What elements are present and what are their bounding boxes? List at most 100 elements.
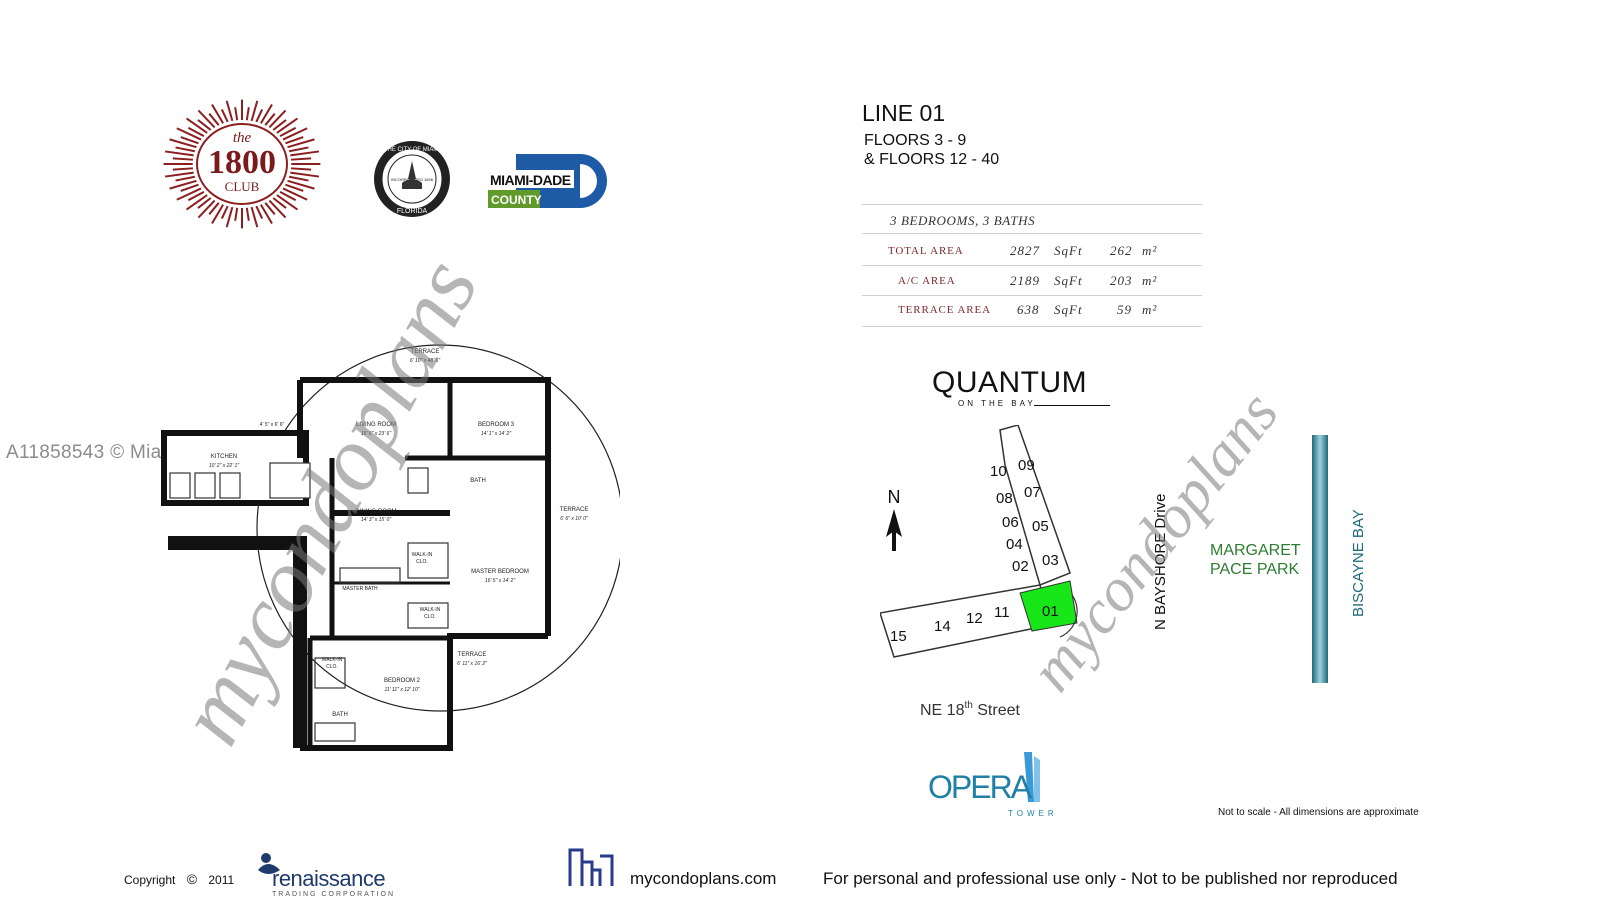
sunburst-ray — [176, 127, 202, 141]
spec-m2-ac: 203 — [1110, 273, 1133, 288]
miami-dade-line2: COUNTY — [491, 193, 542, 207]
label-dining-room: DINING ROOM — [355, 509, 396, 515]
quantum-logo-sub: ON THE BAY — [958, 399, 1036, 408]
unit-04: 04 — [1006, 536, 1023, 553]
label-bedroom-2: BEDROOM 2 — [384, 678, 421, 684]
north-label: N — [888, 487, 901, 507]
unit-02: 02 — [1012, 558, 1029, 575]
label-bath-3: BATH — [470, 478, 486, 484]
label-clo-2: CLO. — [424, 614, 436, 620]
site-plan: N 10 09 08 07 06 05 04 03 02 01 11 12 14… — [880, 425, 1367, 719]
spec-m2-unit-total: m² — [1142, 243, 1158, 258]
floors-range-1: FLOORS 3 - 9 — [864, 132, 967, 149]
label-master-bath: MASTER BATH — [342, 586, 378, 592]
label-terrace-top: TERRACE — [411, 349, 440, 355]
spec-sqft-ac: 2189 — [1010, 273, 1040, 288]
dim-terrace-small: 4' 5" x 6' 6" — [260, 422, 285, 428]
label-clo-1: CLO. — [416, 559, 428, 565]
sunburst-ray — [185, 117, 208, 134]
club-the: the — [233, 130, 252, 146]
sunburst-ray — [282, 187, 308, 201]
unit-10: 10 — [990, 463, 1007, 480]
sunburst-ray — [185, 194, 208, 211]
spec-sqft-unit-total: SqFt — [1054, 243, 1083, 258]
unit-07: 07 — [1024, 484, 1041, 501]
copyright-label: Copyright — [124, 873, 176, 887]
spec-label-ac: A/C AREA — [898, 275, 956, 287]
spec-label-terrace: TERRACE AREA — [898, 304, 991, 316]
renaissance-sub: TRADING CORPORATION — [272, 891, 395, 898]
sunburst-ray — [220, 205, 229, 220]
sunburst-ray — [290, 150, 320, 157]
sunburst-ray — [169, 138, 197, 149]
opera-name: OPERA — [928, 769, 1033, 805]
spec-sqft-total: 2827 — [1010, 243, 1040, 258]
sunburst-ray — [180, 183, 199, 192]
sunburst-ray — [285, 183, 304, 192]
watermark-brand-right: mycondoplans — [1020, 390, 1292, 704]
spec-sqft-unit-ac: SqFt — [1054, 273, 1083, 288]
sunburst-ray — [220, 108, 229, 123]
renaissance-logo: renaissance TRADING CORPORATION — [258, 853, 395, 898]
watermark-brand-left: mycondoplans — [158, 242, 498, 759]
sunburst-ray — [197, 109, 216, 129]
north-arrow-icon — [886, 509, 902, 537]
city-of-miami-seal: THE CITY OF MIAMI INCORPORATED 1896 FLOR… — [374, 141, 450, 217]
spec-row-total: TOTAL AREA 2827 SqFt 262 m² — [862, 243, 1202, 263]
unit-03: 03 — [1042, 552, 1059, 569]
sunburst-ray — [245, 207, 250, 221]
footer-disclaimer: For personal and professional use only -… — [823, 869, 1398, 888]
copyright-year: 2011 — [208, 873, 235, 887]
mycondoplans-watermark-right: mycondoplans — [1020, 390, 1292, 704]
copyright-block: Copyright © 2011 — [124, 871, 234, 887]
sunburst-ray — [175, 175, 196, 182]
sunburst-ray — [259, 103, 273, 124]
dim-bedroom-2: 11' 11" x 12' 10" — [384, 687, 419, 693]
seal-top: THE CITY OF MIAMI — [384, 147, 441, 153]
sunburst-ray — [172, 167, 194, 171]
sunburst-ray — [259, 204, 273, 225]
miami-dade-logo: MIAMI-DADE COUNTY — [488, 154, 607, 208]
quantum-logo-name: QUANTUM — [932, 366, 1088, 399]
label-walkin-3: WALK-IN — [322, 657, 343, 663]
label-terrace-bottom: TERRACE — [458, 652, 487, 658]
sunburst-ray — [290, 167, 312, 171]
floors-block: FLOORS 3 - 9 & FLOORS 12 - 40 — [864, 131, 999, 169]
sunburst-ray — [268, 199, 287, 219]
spec-row-ac: A/C AREA 2189 SqFt 203 m² — [862, 273, 1202, 293]
spec-rule-3 — [862, 295, 1202, 296]
label-living-room: LIVING ROOM — [356, 422, 396, 428]
miami-dade-line1: MIAMI-DADE — [490, 172, 571, 188]
copyright-symbol: © — [186, 871, 198, 887]
unit-05: 05 — [1032, 518, 1049, 535]
sunburst-ray — [225, 206, 234, 228]
opera-sub: TOWER — [1008, 809, 1058, 818]
sunburst-ray — [290, 157, 312, 161]
label-bath-2: BATH — [332, 712, 348, 718]
spec-m2-unit-ac: m² — [1142, 273, 1158, 288]
mycondoplans-watermark-left: mycondoplans — [158, 242, 498, 759]
sunburst-ray — [272, 119, 287, 131]
sunburst-ray — [279, 191, 297, 202]
dim-master-bedroom: 16' 5" x 14' 2" — [485, 578, 515, 584]
sunburst-ray — [287, 179, 315, 190]
seal-bottom: FLORIDA — [397, 208, 428, 215]
label-master-bedroom: MASTER BEDROOM — [471, 569, 529, 575]
unit-14: 14 — [934, 618, 951, 635]
sunburst-ray — [272, 197, 287, 209]
sunburst-ray — [285, 136, 304, 145]
sunburst-ray — [164, 171, 194, 178]
label-walkin-2: WALK-IN — [420, 607, 441, 613]
club-word: CLUB — [225, 179, 260, 194]
sunburst-ray — [180, 136, 199, 145]
spec-rule-bottom — [862, 326, 1202, 327]
sunburst-ray — [282, 127, 308, 141]
spec-sqft-unit-terrace: SqFt — [1054, 302, 1083, 317]
seal-mid: INCORPORATED 1896 — [391, 177, 434, 182]
unit-11: 11 — [994, 604, 1010, 621]
sunburst-ray — [279, 126, 297, 137]
dim-bedroom-3: 14' 1" x 14' 2" — [481, 431, 511, 437]
dim-living-room: 15' 6" x 23' 6" — [361, 431, 391, 437]
sunburst-ray — [255, 108, 264, 123]
sunburst-ray — [276, 194, 299, 211]
